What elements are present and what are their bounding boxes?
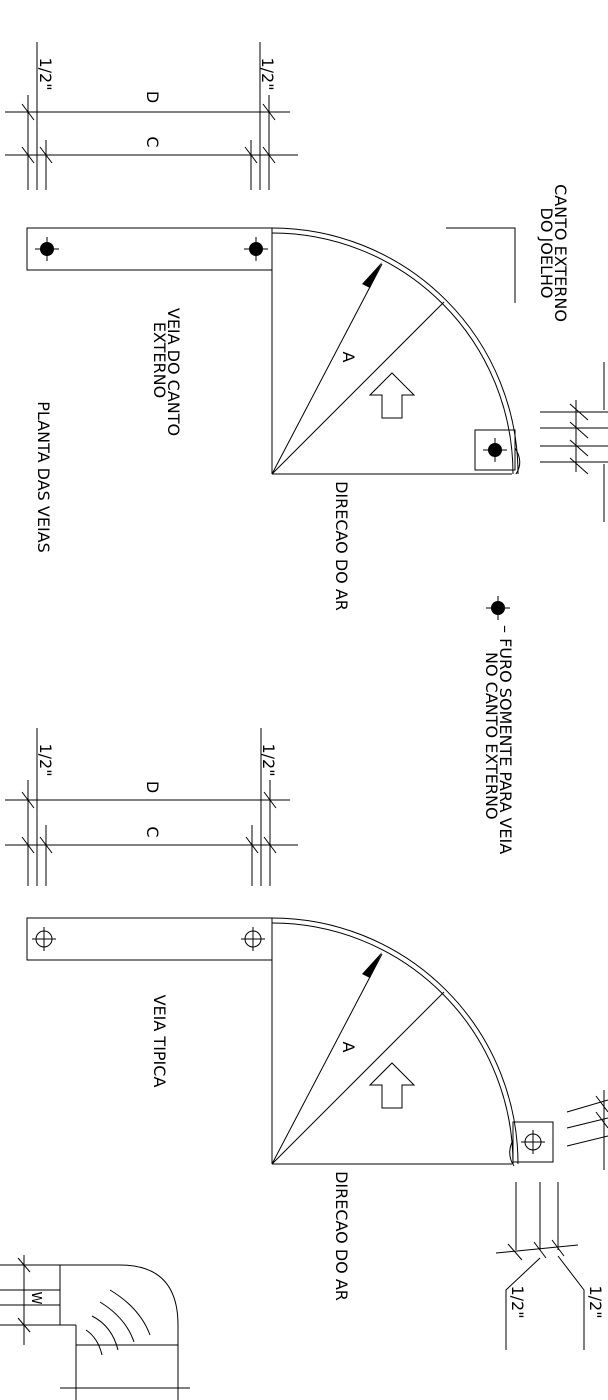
outer-corner-label: CANTO EXTERNO	[551, 184, 570, 322]
hole-note: NO CANTO EXTERNO	[482, 652, 501, 820]
solid-hole-legend-icon	[486, 596, 510, 620]
air-direction-label: DIRECAO DO AR	[332, 481, 351, 611]
open-hole-icon	[32, 927, 56, 951]
c-dimension-label: C	[143, 826, 162, 837]
a-dimension-label: A	[339, 1042, 358, 1053]
half-inch-dimension-label: 1/2"	[258, 57, 277, 90]
half-inch-dimension-label: 1/2"	[36, 743, 55, 776]
air-direction-label: DIRECAO DO AR	[332, 1171, 351, 1301]
air-direction-arrow-icon	[368, 372, 416, 419]
typical-vane-label: VEIA TIPICA	[150, 995, 169, 1088]
elbow-sketch	[0, 1255, 190, 1400]
outer-corner-vane-label: VEIA DO CANTO	[164, 308, 183, 436]
a-dimension-label: A	[339, 352, 358, 363]
open-hole-icon	[521, 1130, 545, 1154]
vane-plan-title: PLANTA DAS VEIAS	[34, 401, 53, 553]
notes: CANTO EXTERNO DO JOELHO VEIA DO CANTO EX…	[34, 184, 570, 1301]
hole-note: – FURO SOMENTE PARA VEIA	[496, 625, 515, 854]
outer-corner-vane-detail	[5, 42, 608, 522]
solid-hole-icon	[244, 237, 268, 261]
d-dimension-label: D	[143, 91, 162, 103]
solid-hole-icon	[35, 237, 59, 261]
half-inch-dimension-label: 1/2"	[508, 1285, 527, 1318]
air-direction-arrow-icon	[368, 1062, 416, 1109]
outer-corner-vane-label: EXTERNO	[150, 322, 169, 398]
solid-hole-icon	[483, 438, 507, 462]
c-dimension-label: C	[143, 136, 162, 147]
typical-vane-detail	[5, 728, 608, 1350]
dimension-labels: 1/2" 1/2" D C A 1/2" 1/2" D C A 1/2" 1/2…	[28, 57, 605, 1318]
outer-corner-label: DO JOELHO	[537, 208, 556, 299]
half-inch-dimension-label: 1/2"	[259, 743, 278, 776]
d-dimension-label: D	[143, 781, 162, 793]
half-inch-dimension-label: 1/2"	[36, 57, 55, 90]
half-inch-dimension-label: 1/2"	[586, 1285, 605, 1318]
open-hole-icon	[241, 927, 265, 951]
w-dimension-label: W	[28, 1292, 43, 1305]
